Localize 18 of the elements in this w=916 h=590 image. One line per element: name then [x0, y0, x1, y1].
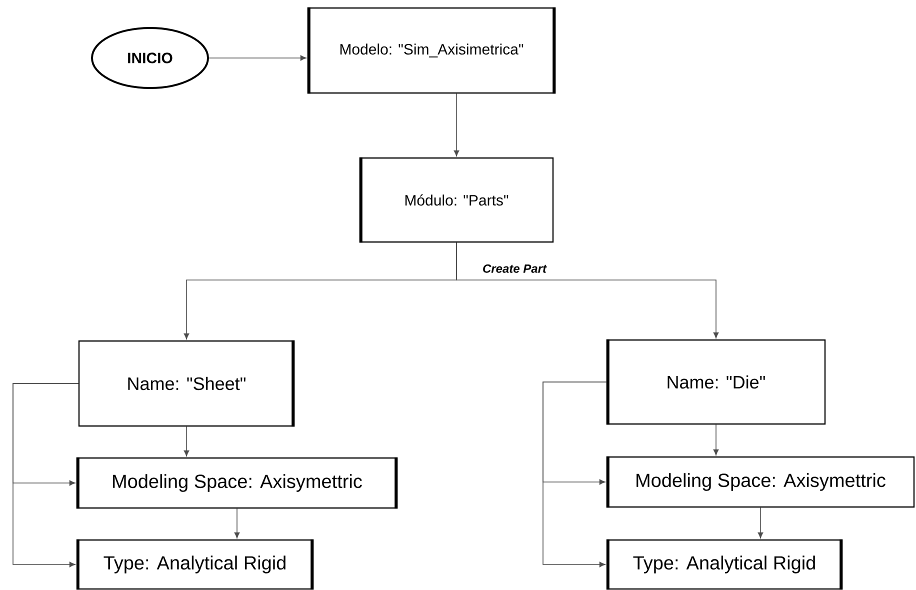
process-box: Modeling Space: Axisymettric: [76, 457, 398, 509]
arrow: [713, 424, 719, 456]
arrow: [758, 507, 764, 538]
arrow: [542, 382, 607, 568]
arrow: [234, 508, 240, 538]
process-box: Módulo: "Parts": [359, 157, 554, 243]
process-box: Name: "Die": [606, 339, 826, 425]
edge-label: Create Part: [483, 264, 547, 273]
process-box: Modelo: "Sim_Axisimetrica": [307, 7, 556, 94]
arrow: [456, 242, 719, 338]
arrow: [184, 426, 190, 456]
arrow: [12, 383, 79, 568]
arrow: [208, 55, 306, 61]
process-box: Name: "Sheet": [78, 340, 295, 427]
process-box: Type: Analytical Rigid: [606, 539, 843, 590]
arrow: [454, 93, 460, 156]
process-box: Modeling Space: Axisymettric: [606, 456, 915, 508]
process-box: Type: Analytical Rigid: [76, 539, 314, 590]
